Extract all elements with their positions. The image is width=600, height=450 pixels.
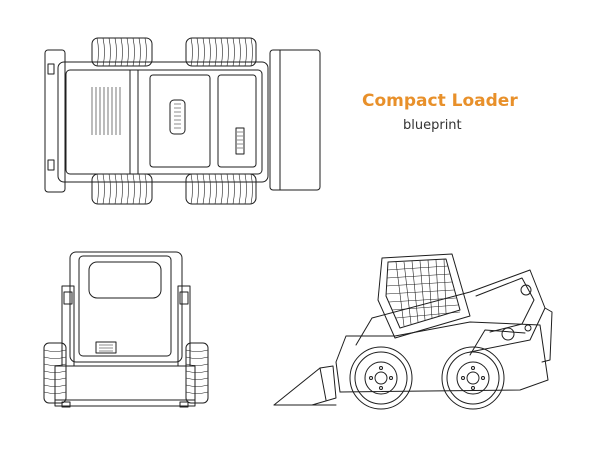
side-view-cab [377, 253, 471, 339]
side-view-bucket [273, 365, 337, 406]
front-view [43, 251, 209, 408]
front-view-bucket [54, 365, 196, 407]
top-view-body [57, 61, 269, 183]
side-view-cab-grille [385, 258, 461, 327]
top-view-rear-frame [44, 49, 66, 193]
front-view-cab [69, 251, 183, 363]
front-view-plate [95, 341, 117, 354]
top-view-cab-roof [149, 74, 211, 168]
front-view-right-tire [185, 342, 209, 404]
top-view-tire-front-right [91, 173, 153, 205]
front-view-windshield [88, 261, 162, 299]
diagram-title: Compact Loader [362, 91, 518, 111]
side-view-lift-arm [355, 269, 546, 353]
top-view-tire-rear-left [185, 37, 257, 67]
top-view-roof-grille [169, 99, 186, 135]
side-view-body [335, 321, 549, 393]
side-view [273, 253, 553, 410]
side-view-rear-wheel [441, 346, 505, 410]
top-view-step [235, 127, 245, 155]
diagram-subtitle: blueprint [403, 118, 462, 133]
top-view [44, 37, 321, 205]
side-view-front-wheel [349, 346, 413, 410]
top-view-tire-front-left [91, 37, 153, 67]
top-view-tire-rear-right [185, 173, 257, 205]
top-view-bucket [269, 49, 321, 191]
top-view-engine-vent [91, 87, 121, 135]
